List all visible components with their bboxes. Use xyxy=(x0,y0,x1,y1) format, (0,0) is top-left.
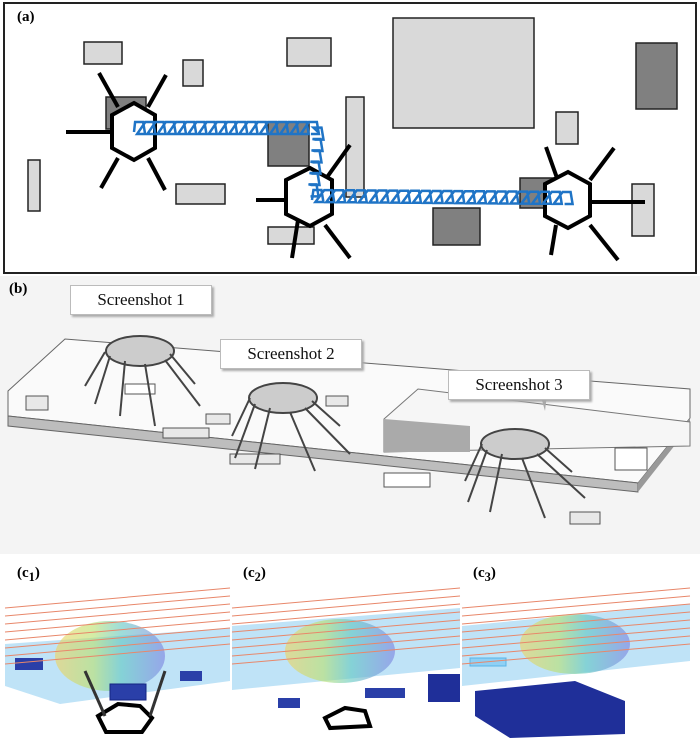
view-c1 xyxy=(5,621,230,734)
obstacle xyxy=(182,59,204,87)
grid-line xyxy=(4,595,231,617)
grid-line xyxy=(461,611,691,633)
grid-line xyxy=(231,587,461,609)
grid-line xyxy=(4,619,231,641)
grid-line xyxy=(461,619,691,641)
panel-b-label: (b) xyxy=(9,281,28,297)
robot-model-3 xyxy=(464,428,586,519)
grid-line xyxy=(231,635,461,657)
obstacle xyxy=(175,183,226,205)
hole xyxy=(383,472,431,488)
obstacle xyxy=(631,183,655,237)
grid-line xyxy=(4,627,231,649)
grid-line xyxy=(461,603,691,625)
simulation-scene xyxy=(7,335,691,525)
panel-c2-label: (c2) xyxy=(243,565,266,584)
grid-line xyxy=(461,587,691,609)
grid-line xyxy=(231,595,461,617)
block xyxy=(325,395,349,407)
grid-line xyxy=(4,635,231,657)
obstacle xyxy=(83,41,123,65)
grid-line xyxy=(461,635,691,657)
obstacle xyxy=(27,159,41,212)
grid-line xyxy=(231,627,461,649)
callout-screenshot-1: Screenshot 1 xyxy=(70,285,212,315)
panel-c3-label: (c3) xyxy=(473,565,496,584)
callout-screenshot-2: Screenshot 2 xyxy=(220,339,362,369)
planned-path xyxy=(132,120,575,206)
panel-a-floor-plan: (a) xyxy=(0,0,700,275)
panel-c-workspace-views: (c1) (c2) (c3) xyxy=(0,556,700,738)
obstacle xyxy=(392,17,535,129)
panel-a-label: (a) xyxy=(17,9,35,25)
robot-2 xyxy=(256,143,352,260)
block xyxy=(162,427,210,439)
floor-plan-diagram xyxy=(3,2,697,274)
view-c2 xyxy=(232,608,460,731)
panel-b-3d-simulation: (b) Screenshot 1 Screenshot 2 Screenshot… xyxy=(0,276,700,554)
path-segment xyxy=(132,120,321,136)
path-segment xyxy=(310,188,575,206)
path-segment xyxy=(308,126,325,198)
grid-line xyxy=(231,643,461,665)
block xyxy=(569,511,601,525)
grid-line xyxy=(461,643,691,665)
grid-line xyxy=(231,619,461,641)
obstacle-dark xyxy=(432,207,481,246)
obstacle-dark xyxy=(635,42,678,110)
robot-model-1 xyxy=(84,335,201,427)
block xyxy=(25,395,49,411)
robot-model-2 xyxy=(231,382,351,472)
robot-3 xyxy=(543,146,645,262)
grid-plane xyxy=(4,587,691,665)
grid-line xyxy=(461,595,691,617)
grid-line xyxy=(4,643,231,665)
block xyxy=(229,453,281,465)
obstacle xyxy=(555,111,579,145)
grid-line xyxy=(461,627,691,649)
block xyxy=(205,413,231,425)
grid-line xyxy=(231,611,461,633)
grid-line xyxy=(231,603,461,625)
callout-screenshot-3: Screenshot 3 xyxy=(448,370,590,400)
grid-line xyxy=(4,603,231,625)
view-c3 xyxy=(462,604,690,738)
grid-line xyxy=(4,587,231,609)
grid-line xyxy=(4,611,231,633)
obstacle xyxy=(286,37,332,67)
hole xyxy=(614,447,648,471)
obstacle xyxy=(267,226,315,245)
hole xyxy=(124,383,156,395)
workspace-views xyxy=(4,587,691,738)
panel-c1-label: (c1) xyxy=(17,565,40,584)
